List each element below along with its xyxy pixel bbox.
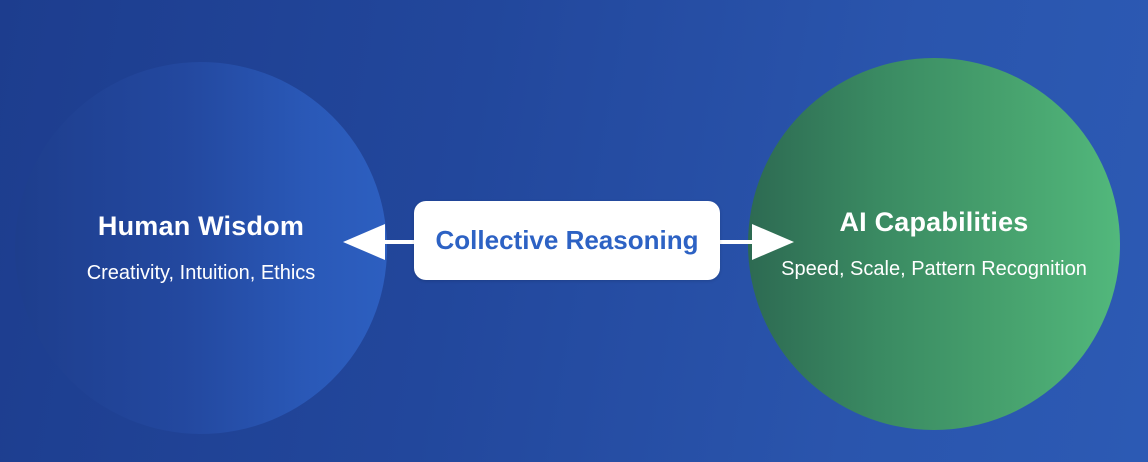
human-wisdom-title: Human Wisdom <box>97 211 305 241</box>
collective-reasoning-box: Collective Reasoning <box>414 201 720 280</box>
right-arrow-icon <box>720 224 794 260</box>
left-arrow-icon <box>343 224 414 260</box>
human-wisdom-circle: Human Wisdom Creativity, Intuition, Ethi… <box>15 62 387 434</box>
collective-reasoning-label: Collective Reasoning <box>435 225 699 255</box>
ai-capabilities-title: AI Capabilities <box>839 207 1029 237</box>
ai-capabilities-circle: AI Capabilities Speed, Scale, Pattern Re… <box>748 58 1120 430</box>
ai-capabilities-subtitle: Speed, Scale, Pattern Recognition <box>781 258 1087 280</box>
human-wisdom-subtitle: Creativity, Intuition, Ethics <box>86 262 316 284</box>
